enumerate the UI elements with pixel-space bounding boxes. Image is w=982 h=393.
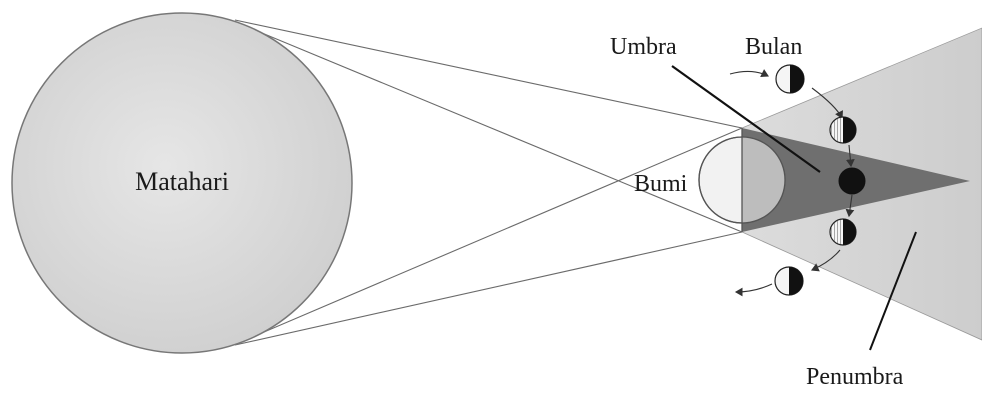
umbra-label: Umbra: [610, 34, 677, 60]
moon-label: Bulan: [745, 34, 802, 60]
penumbra-label: Penumbra: [806, 364, 904, 390]
moon-eclipsed: [839, 168, 865, 194]
moon-phase-1: [776, 65, 804, 93]
moon-phase-4: [830, 219, 856, 245]
moon-phase-5: [775, 267, 803, 295]
earth-label: Bumi: [634, 171, 688, 197]
moon-phase-2: [830, 117, 856, 143]
sun-label: Matahari: [135, 167, 229, 196]
